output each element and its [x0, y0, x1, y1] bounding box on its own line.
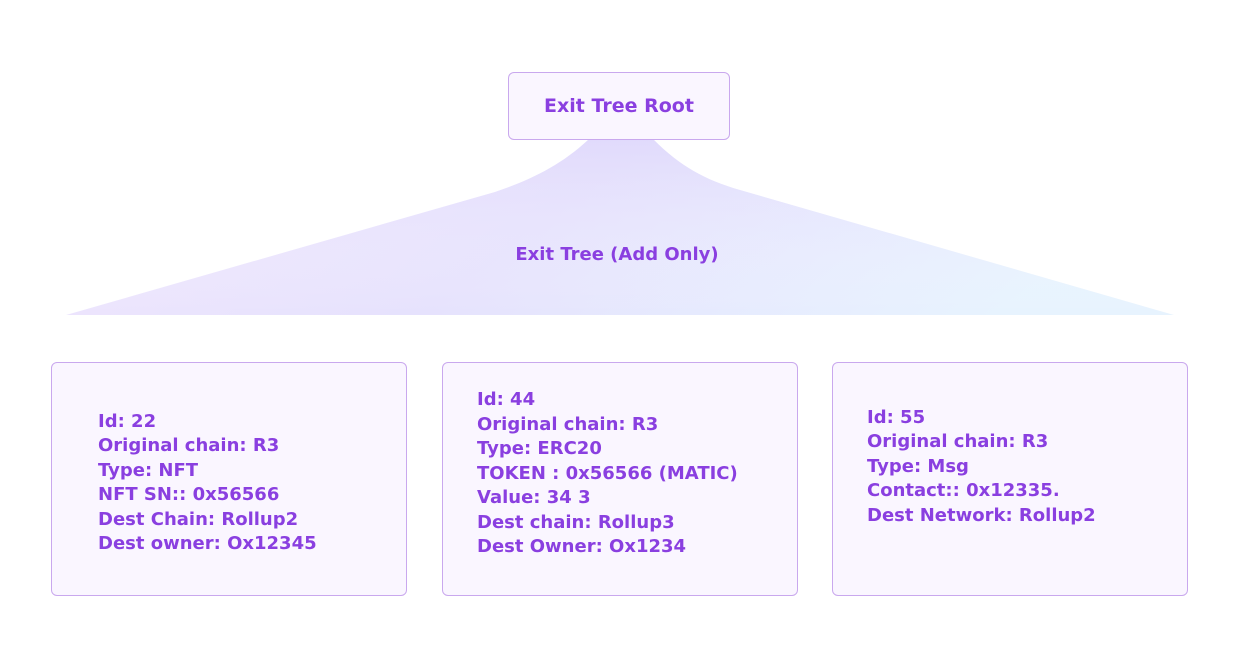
leaf-node-id-22: Id: 22 Original chain: R3 Type: NFT NFT … [51, 362, 407, 596]
exit-tree-root-node: Exit Tree Root [508, 72, 730, 140]
leaf-field-value: Value: 34 3 [477, 487, 591, 509]
exit-tree-label: Exit Tree (Add Only) [515, 244, 719, 265]
leaf-field-contact: Contact:: 0x12335. [867, 480, 1060, 502]
leaf-field-original-chain: Original chain: R3 [98, 435, 280, 456]
leaf-node-id-44: Id: 44 Original chain: R3 Type: ERC20 TO… [442, 362, 798, 596]
leaf-field-type: Type: NFT [98, 459, 199, 481]
leaf-field-original-chain: Original chain: R3 [477, 413, 659, 435]
leaf-field-dest-chain: Dest chain: Rollup3 [477, 511, 675, 533]
exit-tree-root-label: Exit Tree Root [544, 95, 694, 117]
leaf-field-dest-owner: Dest owner: Ox12345 [98, 533, 317, 554]
leaf-field-nft-sn: NFT SN:: 0x56566 [98, 484, 280, 505]
leaf-field-dest-owner: Dest Owner: Ox1234 [477, 536, 687, 558]
leaf-field-dest-chain: Dest Chain: Rollup2 [98, 508, 299, 530]
leaf-field-dest-network: Dest Network: Rollup2 [867, 504, 1096, 526]
leaf-field-type: Type: ERC20 [477, 438, 602, 460]
leaf-node-id-55: Id: 55 Original chain: R3 Type: Msg Cont… [832, 362, 1188, 596]
exit-tree-highlight [66, 140, 1174, 315]
leaf-field-id: Id: 44 [477, 389, 536, 411]
leaf-field-token: TOKEN : 0x56566 (MATIC) [477, 462, 738, 484]
leaf-field-type: Type: Msg [867, 455, 969, 477]
leaf-field-id: Id: 22 [98, 410, 157, 432]
leaf-field-original-chain: Original chain: R3 [867, 431, 1049, 453]
leaf-field-id: Id: 55 [867, 406, 926, 428]
